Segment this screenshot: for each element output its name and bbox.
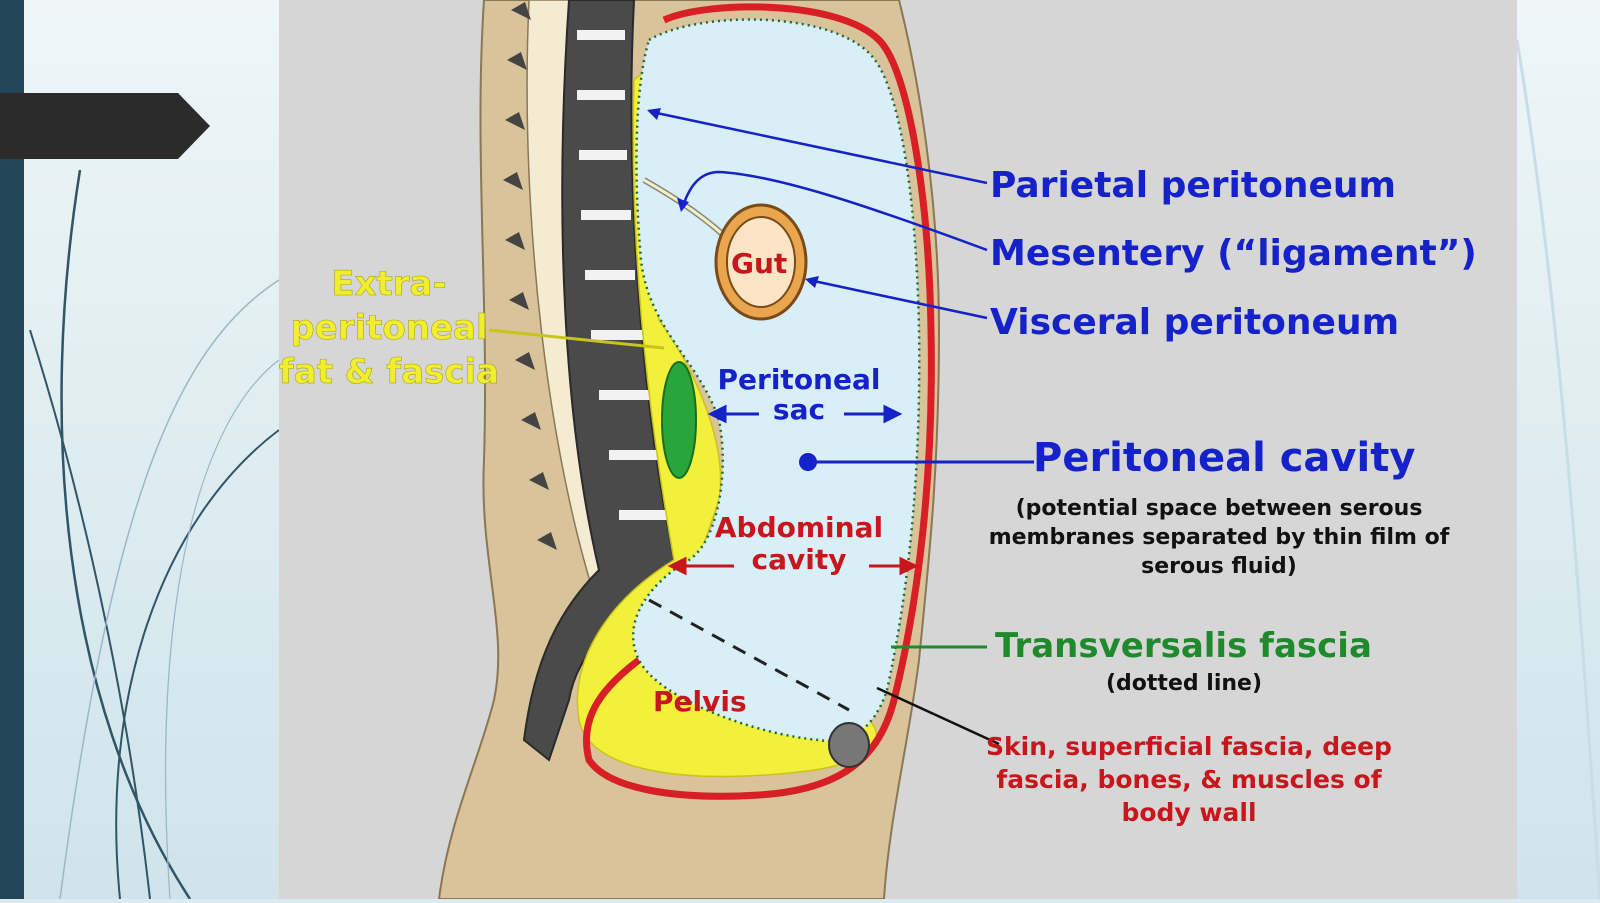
visceral-leader [808, 278, 988, 320]
body-wall-line: Skin, superficial fascia, deep [986, 732, 1392, 761]
diagram-drawing [279, 0, 1517, 900]
swoosh-line [29, 329, 151, 899]
swoosh-line [59, 279, 280, 899]
parietal-leader [651, 110, 988, 185]
body-wall-line: fascia, bones, & muscles of [996, 765, 1382, 794]
mesentery-leader [681, 170, 988, 252]
label-peritoneal-cavity: Peritoneal cavity [1033, 435, 1416, 481]
sac-width-arrow [707, 404, 903, 424]
label-peritoneal-sac: Peritoneal [717, 363, 881, 396]
title-arrow-tab [0, 93, 210, 159]
extraperitoneal-line: Extra- [331, 264, 447, 305]
label-transversalis-fascia: Transversalis fascia [995, 626, 1372, 666]
cavity-note-line: serous fluid) [1141, 554, 1297, 579]
label-sac: sac [772, 393, 826, 426]
label-visceral-peritoneum: Visceral peritoneum [990, 302, 1400, 343]
swoosh-line [1515, 39, 1600, 899]
swoosh-line [165, 359, 280, 899]
extraperitoneal-line: fat & fascia [278, 352, 500, 393]
swoosh-line [115, 429, 280, 899]
cavity-note-line: (potential space between serous [1015, 496, 1423, 521]
pubic-bone [828, 722, 870, 768]
body-wall-leader [876, 686, 1000, 746]
label-parietal-peritoneum: Parietal peritoneum [990, 165, 1397, 206]
label-mesentery: Mesentery (“ligament”) [990, 233, 1477, 274]
kidney [661, 361, 697, 479]
cavity-note-line: membranes separated by thin film of [988, 525, 1450, 550]
intervertebral-discs [577, 30, 677, 520]
label-dotted-line-note: (dotted line) [1106, 671, 1262, 696]
body-wall-line: body wall [1121, 798, 1257, 827]
label-pelvis: Pelvis [653, 685, 747, 718]
swoosh-line [60, 169, 192, 899]
label-abdominal: Abdominal [714, 511, 884, 544]
extraperitoneal-leader [488, 328, 665, 350]
abdominal-width-arrow [667, 556, 919, 576]
label-gut: Gut [731, 247, 788, 280]
vertebral-column [522, 0, 681, 762]
label-abdominal-cavity: cavity [751, 543, 847, 576]
extraperitoneal-line: peritoneal [290, 308, 488, 349]
spinous-processes [503, 2, 557, 550]
parietal-peritoneum-line [582, 3, 935, 800]
peritoneum-diagram: Parietal peritoneum Mesentery (“ligament… [279, 0, 1517, 900]
